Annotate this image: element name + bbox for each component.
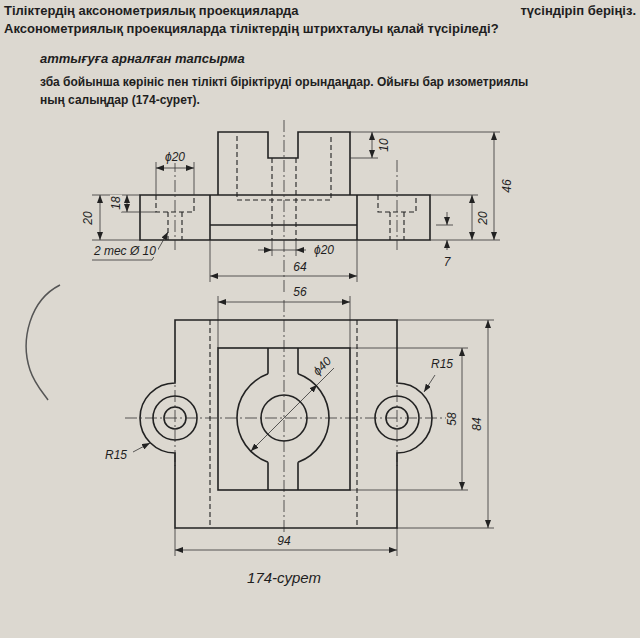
dimension-label: ϕ20 (163, 151, 187, 163)
pen-mark (26, 285, 60, 400)
boss-outline (218, 348, 350, 490)
dimension-label: 46 (501, 177, 513, 194)
radius-label: R15 (103, 449, 129, 461)
dimension-line (272, 250, 296, 251)
dimension-label: 64 (291, 261, 308, 273)
dimension-label: ϕ40 (309, 353, 334, 378)
counterbore-circle (375, 396, 419, 440)
dimension-label: ϕ20 (312, 244, 336, 256)
hole-circle (386, 407, 408, 429)
dimension-line (447, 212, 448, 225)
hidden-lines (156, 136, 416, 240)
dimension-line (251, 385, 317, 451)
dimension-line (218, 302, 350, 303)
dimension-label: 20 (477, 209, 489, 226)
figure-caption: 174-сурет (247, 570, 321, 585)
dimension-line (447, 240, 448, 250)
dimension-line (175, 550, 397, 551)
dimension-label: 20 (82, 209, 94, 226)
dimension-line (494, 132, 495, 240)
dimension-line (488, 320, 489, 528)
dimension-line (127, 195, 128, 212)
heading-text: түсіндіріп беріңіз. (520, 4, 636, 17)
dimension-label: 18 (110, 194, 122, 211)
dimension-label: 58 (446, 410, 458, 427)
dimension-line (210, 276, 357, 277)
center-lines (125, 120, 450, 535)
task-text: ның салыңдар (174-сурет). (40, 94, 200, 106)
dimension-line (472, 195, 473, 240)
dimension-label: 7 (442, 256, 453, 268)
front-view-outline (140, 132, 430, 240)
dimension-label: 84 (471, 415, 483, 432)
leader-line (424, 375, 435, 392)
leader-line (133, 443, 150, 452)
section-heading: аттығуға арналған тапсырма (40, 52, 245, 65)
dimension-label: 94 (275, 535, 292, 547)
top-view-outline (140, 320, 432, 528)
heading-text: Аксонометриялық проекцияларда тіліктерді… (4, 22, 499, 35)
dimension-label: 2 тес Ø 10 (92, 245, 158, 257)
radius-label: R15 (429, 358, 455, 370)
hole-circle (164, 407, 186, 429)
leader-line (92, 232, 168, 260)
task-text: зба бойынша көрініс пен тілікті біріктір… (40, 76, 528, 88)
dimension-label: 56 (291, 286, 308, 298)
dimension-line (100, 195, 101, 240)
counterbore-circle (153, 396, 197, 440)
heading-text: Тіліктердің аксонометриялық проекциялард… (4, 4, 299, 17)
dimension-line (372, 132, 373, 158)
dimension-line (296, 250, 306, 251)
extension-lines (92, 132, 500, 556)
dimension-line (258, 250, 272, 251)
dimension-label: 10 (378, 136, 390, 153)
hidden-lines (210, 320, 357, 528)
hole-circle (261, 395, 307, 441)
dimension-line (156, 168, 194, 169)
dimension-line (462, 348, 463, 490)
